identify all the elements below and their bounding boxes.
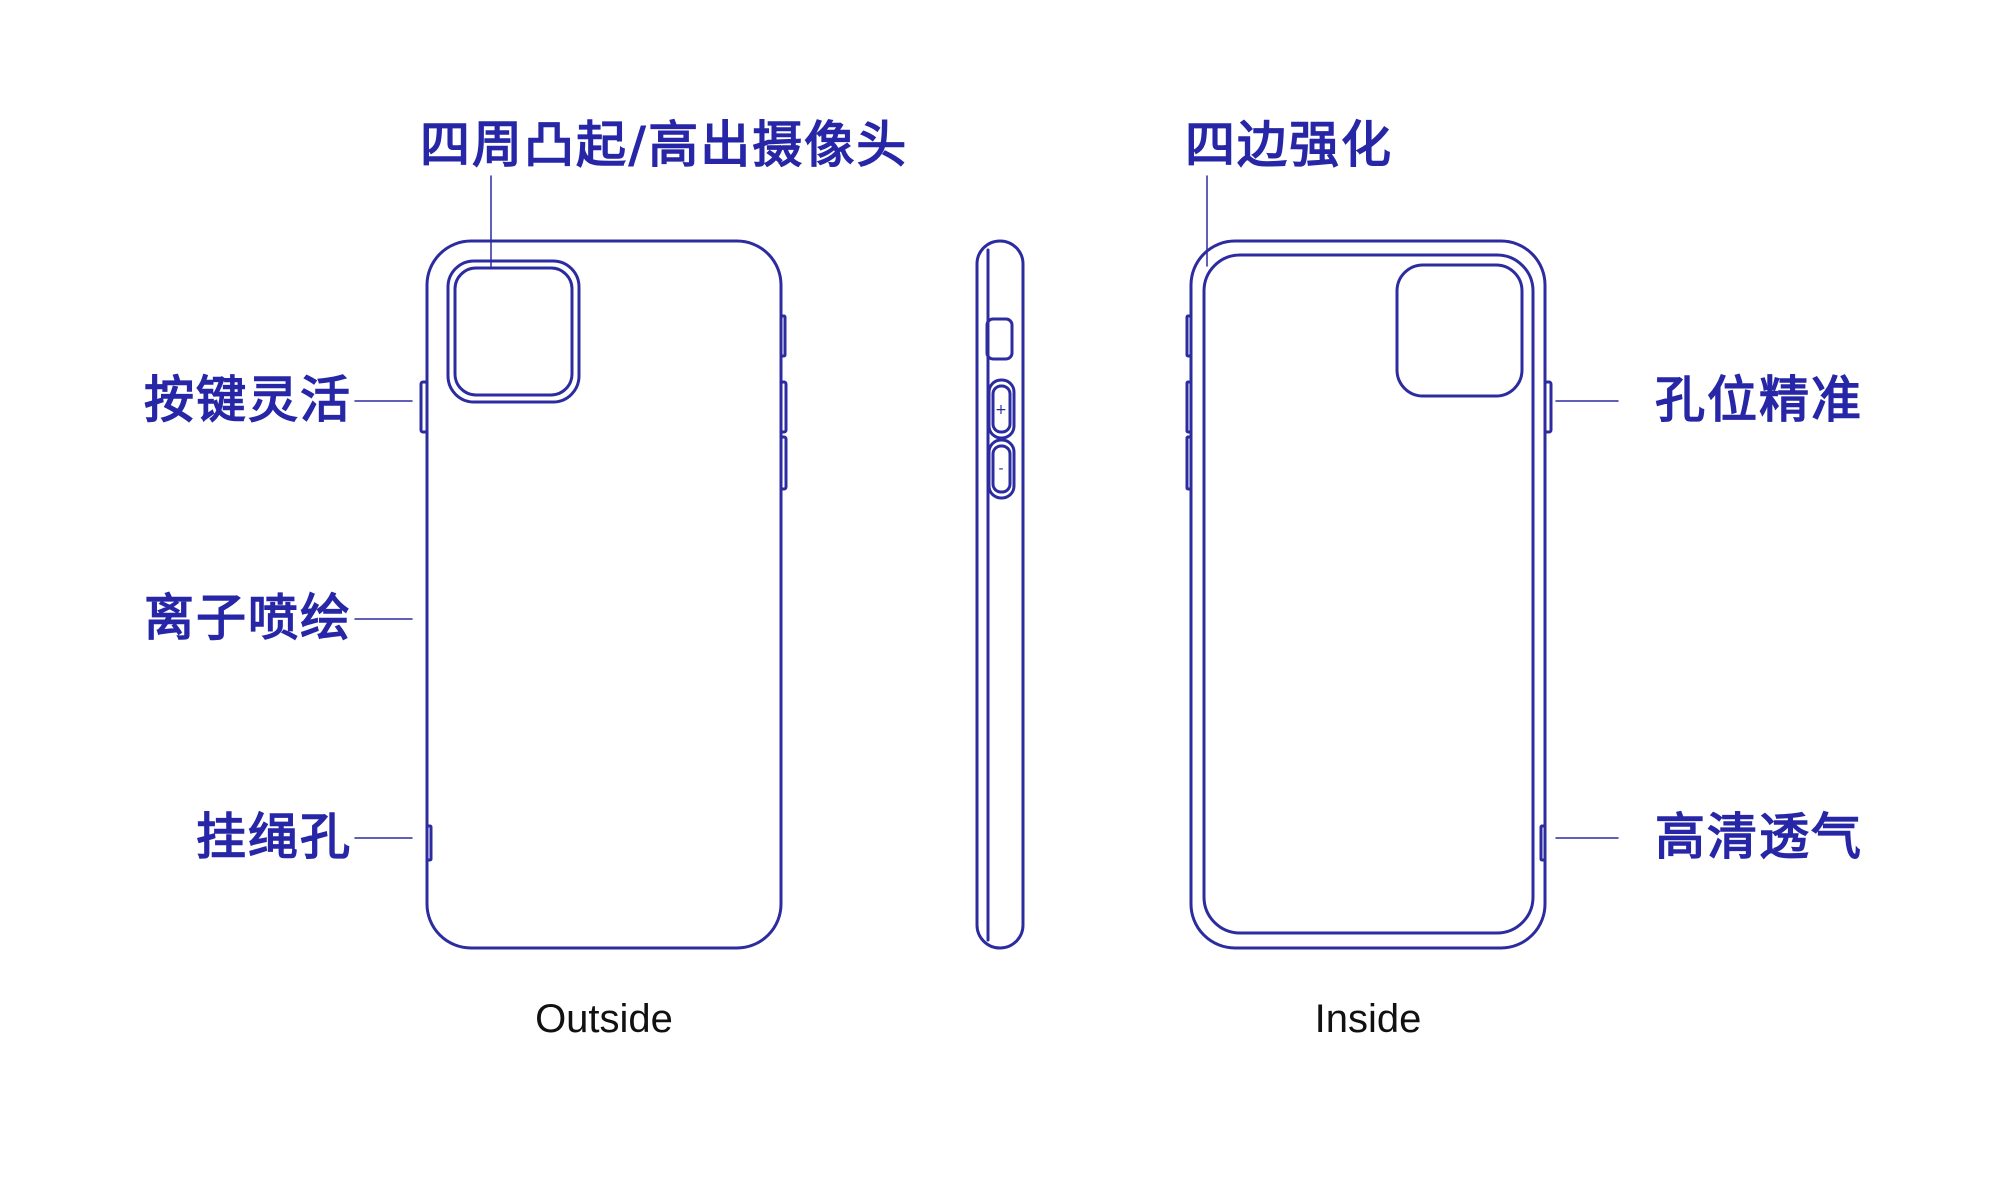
outside-view xyxy=(419,239,788,950)
side-case-body xyxy=(975,239,1025,950)
outside-case-body xyxy=(425,239,783,950)
label-lanyard-hole: 挂绳孔 xyxy=(196,808,352,866)
outside-camera-bump-outer xyxy=(446,259,581,404)
outside-camera-bump-inner xyxy=(453,266,574,397)
side-volume-up-inner xyxy=(991,384,1012,434)
leader-lines xyxy=(354,175,1619,839)
side-minus-glyph: - xyxy=(998,461,1003,477)
inside-vent-slot xyxy=(1539,824,1547,862)
outside-right-volume-down xyxy=(779,435,788,491)
label-ion-printing: 离子喷绘 xyxy=(144,589,352,647)
label-responsive-buttons: 按键灵活 xyxy=(144,371,352,429)
inside-right-button xyxy=(1543,380,1553,434)
side-volume-up xyxy=(987,378,1016,440)
inside-left-volume-down xyxy=(1185,435,1193,491)
outside-right-switch xyxy=(779,314,787,358)
side-volume-down-inner xyxy=(991,444,1012,494)
outside-lanyard-hole xyxy=(425,824,433,862)
caption-outside: Outside xyxy=(535,997,673,1041)
label-camera-protection: 四周凸起/高出摄像头 xyxy=(420,116,909,174)
inside-left-volume-up xyxy=(1185,380,1193,434)
caption-inside: Inside xyxy=(1314,997,1422,1041)
side-switch xyxy=(985,317,1014,361)
side-volume-down xyxy=(987,438,1016,500)
label-precise-cutouts: 孔位精准 xyxy=(1655,371,1863,429)
label-breathable: 高清透气 xyxy=(1655,808,1863,866)
inside-left-switch xyxy=(1185,314,1193,358)
label-edge-reinforcement: 四边强化 xyxy=(1185,116,1393,174)
inside-view xyxy=(1185,239,1553,950)
inside-case-outer xyxy=(1189,239,1547,950)
inside-case-inner xyxy=(1202,253,1535,935)
inside-camera-cutout xyxy=(1395,263,1524,398)
outside-right-volume-up xyxy=(779,380,788,434)
side-view: + - xyxy=(975,239,1025,950)
side-plus-glyph: + xyxy=(995,402,1007,418)
outside-left-button xyxy=(419,380,429,434)
